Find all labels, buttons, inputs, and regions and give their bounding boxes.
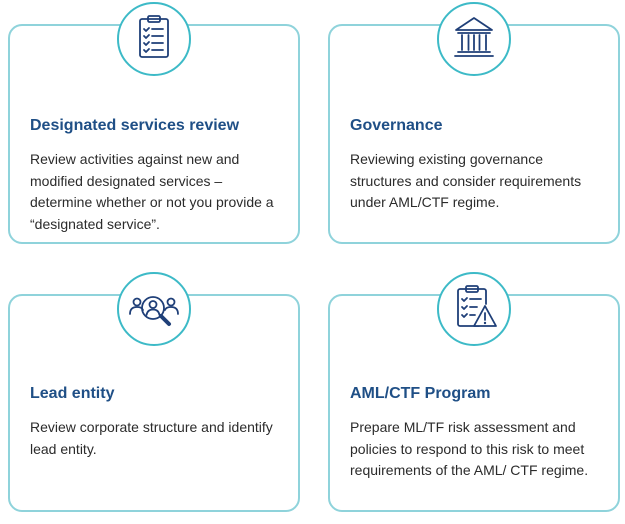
card-title: Designated services review: [30, 117, 240, 134]
card-description: Reviewing existing governance structures…: [350, 151, 582, 210]
government-building-icon: [437, 2, 511, 76]
card-title: AML/CTF Program: [350, 385, 491, 402]
card-description: Review activities against new and modifi…: [30, 151, 274, 232]
card-title: Lead entity: [30, 385, 115, 402]
clipboard-checklist-icon: [117, 2, 191, 76]
clipboard-warning-icon: [437, 272, 511, 346]
card-aml-ctf-program: AML/CTF Program Prepare ML/TF risk asses…: [328, 294, 620, 512]
people-search-icon: [117, 272, 191, 346]
card-description: Review corporate structure and identify …: [30, 419, 273, 457]
card-title: Governance: [350, 117, 443, 134]
card-description: Prepare ML/TF risk assessment and polici…: [350, 419, 589, 478]
